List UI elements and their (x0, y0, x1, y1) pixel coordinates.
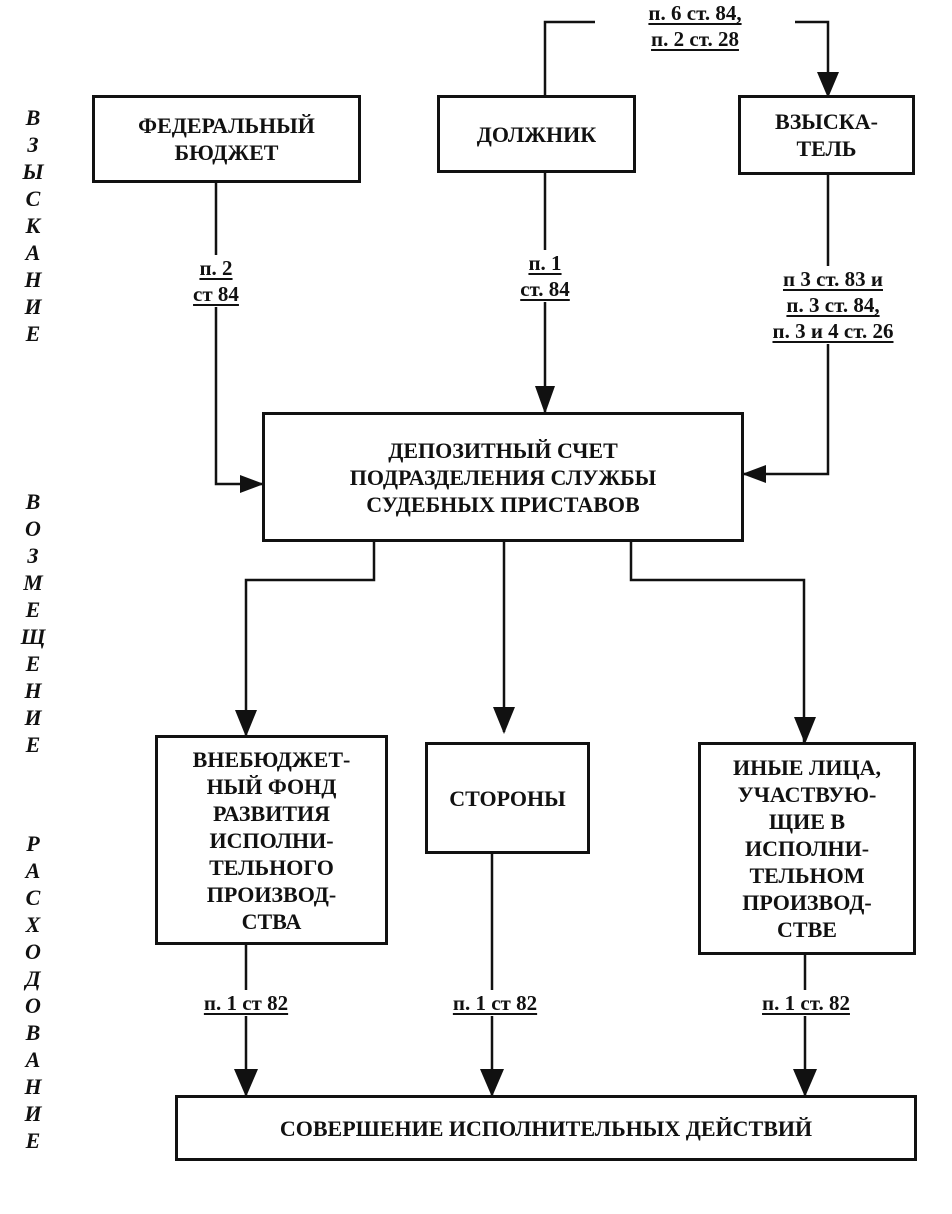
edge-budget-deposit (214, 180, 262, 486)
side-letter: Е (25, 321, 41, 346)
side-letter: И (24, 1101, 42, 1126)
side-letter: Н (24, 1074, 42, 1099)
edge-label-others-actions: п. 1 ст. 82 (736, 990, 876, 1016)
arrowhead-fund (235, 710, 257, 737)
side-letter: О (25, 939, 41, 964)
side-letter: Е (25, 1128, 41, 1153)
arrowhead-deposit-left (240, 475, 264, 493)
side-letter: Н (24, 678, 42, 703)
side-letter: В (25, 489, 41, 514)
side-letter: К (25, 213, 41, 238)
side-letter: И (24, 294, 42, 319)
edge-deposit-fund (244, 540, 376, 735)
arrowhead-deposit-right (742, 465, 766, 483)
side-letter: Щ (20, 624, 46, 649)
side-letter: О (25, 993, 41, 1018)
edge-debtor-claimant (543, 20, 830, 98)
side-letter: З (27, 543, 39, 568)
side-letter: Р (26, 831, 40, 856)
node-claimant: ВЗЫСКА- ТЕЛЬ (738, 95, 915, 175)
side-letter: О (25, 516, 41, 541)
side-letter: Ы (22, 159, 44, 184)
arrowhead-actions-1 (234, 1069, 258, 1097)
edge-label-debtor-deposit: п. 1 ст. 84 (485, 250, 605, 302)
arrowhead-deposit-top (535, 386, 555, 414)
side-letter: А (25, 240, 41, 265)
node-other-persons: ИНЫЕ ЛИЦА, УЧАСТВУЮ- ЩИЕ В ИСПОЛНИ- ТЕЛЬ… (698, 742, 916, 955)
arrowhead-actions-3 (793, 1069, 817, 1097)
side-letter: Д (25, 966, 41, 991)
edge-label-parties-actions: п. 1 ст 82 (425, 990, 565, 1016)
edge-label-claimant-deposit: п 3 ст. 83 и п. 3 ст. 84, п. 3 и 4 ст. 2… (738, 266, 928, 344)
edge-label-debtor-claimant: п. 6 ст. 84, п. 2 ст. 28 (595, 0, 795, 52)
edge-label-fund-actions: п. 1 ст 82 (176, 990, 316, 1016)
side-letter: Н (24, 267, 42, 292)
side-letter: А (25, 1047, 41, 1072)
arrowhead-actions-2 (480, 1069, 504, 1097)
side-letter: Е (25, 597, 41, 622)
node-parties: СТОРОНЫ (425, 742, 590, 854)
arrowhead-claimant (817, 72, 839, 98)
edge-label-budget-deposit: п. 2 ст 84 (156, 255, 276, 307)
side-letter: З (27, 132, 39, 157)
side-letter: Е (25, 732, 41, 757)
node-federal-budget: ФЕДЕРАЛЬНЫЙ БЮДЖЕТ (92, 95, 361, 183)
side-letter: Х (25, 912, 41, 937)
node-debtor: ДОЛЖНИК (437, 95, 636, 173)
side-letter: И (24, 705, 42, 730)
arrowhead-parties (493, 707, 515, 734)
node-extrabudget-fund: ВНЕБЮДЖЕТ- НЫЙ ФОНД РАЗВИТИЯ ИСПОЛНИ- ТЕ… (155, 735, 388, 945)
side-letter: М (23, 570, 43, 595)
arrowhead-others (794, 717, 816, 744)
side-letter: С (25, 885, 41, 910)
edge-deposit-others (629, 540, 806, 742)
side-letter: А (25, 858, 41, 883)
node-enforcement-actions: СОВЕРШЕНИЕ ИСПОЛНИТЕЛЬНЫХ ДЕЙСТВИЙ (175, 1095, 917, 1161)
side-letter: В (25, 1020, 41, 1045)
side-letter: Е (25, 651, 41, 676)
side-letter: С (25, 186, 41, 211)
side-letter: В (25, 105, 41, 130)
node-deposit-account: ДЕПОЗИТНЫЙ СЧЕТ ПОДРАЗДЕЛЕНИЯ СЛУЖБЫ СУД… (262, 412, 744, 542)
